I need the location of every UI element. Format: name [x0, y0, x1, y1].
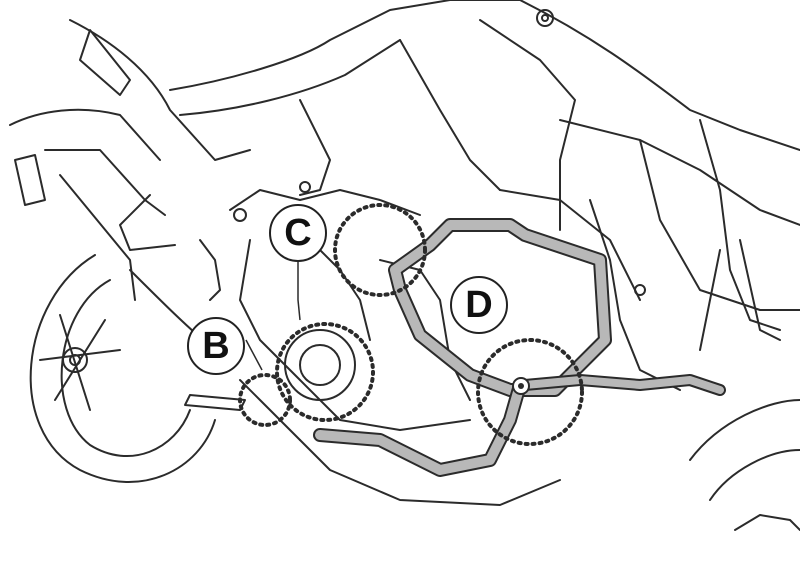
mounting-point-markers: [238, 203, 584, 446]
mount-circle-c: [333, 203, 427, 297]
callout-c: C: [269, 204, 327, 262]
mount-circle-b-upper: [275, 322, 375, 422]
mount-circle-b-lower: [238, 373, 292, 427]
callout-d: D: [450, 276, 508, 334]
callout-b: B: [187, 317, 245, 375]
crash-bar-highlight: [313, 218, 726, 477]
mount-circle-d: [476, 338, 584, 446]
leader-lines: [245, 262, 301, 371]
